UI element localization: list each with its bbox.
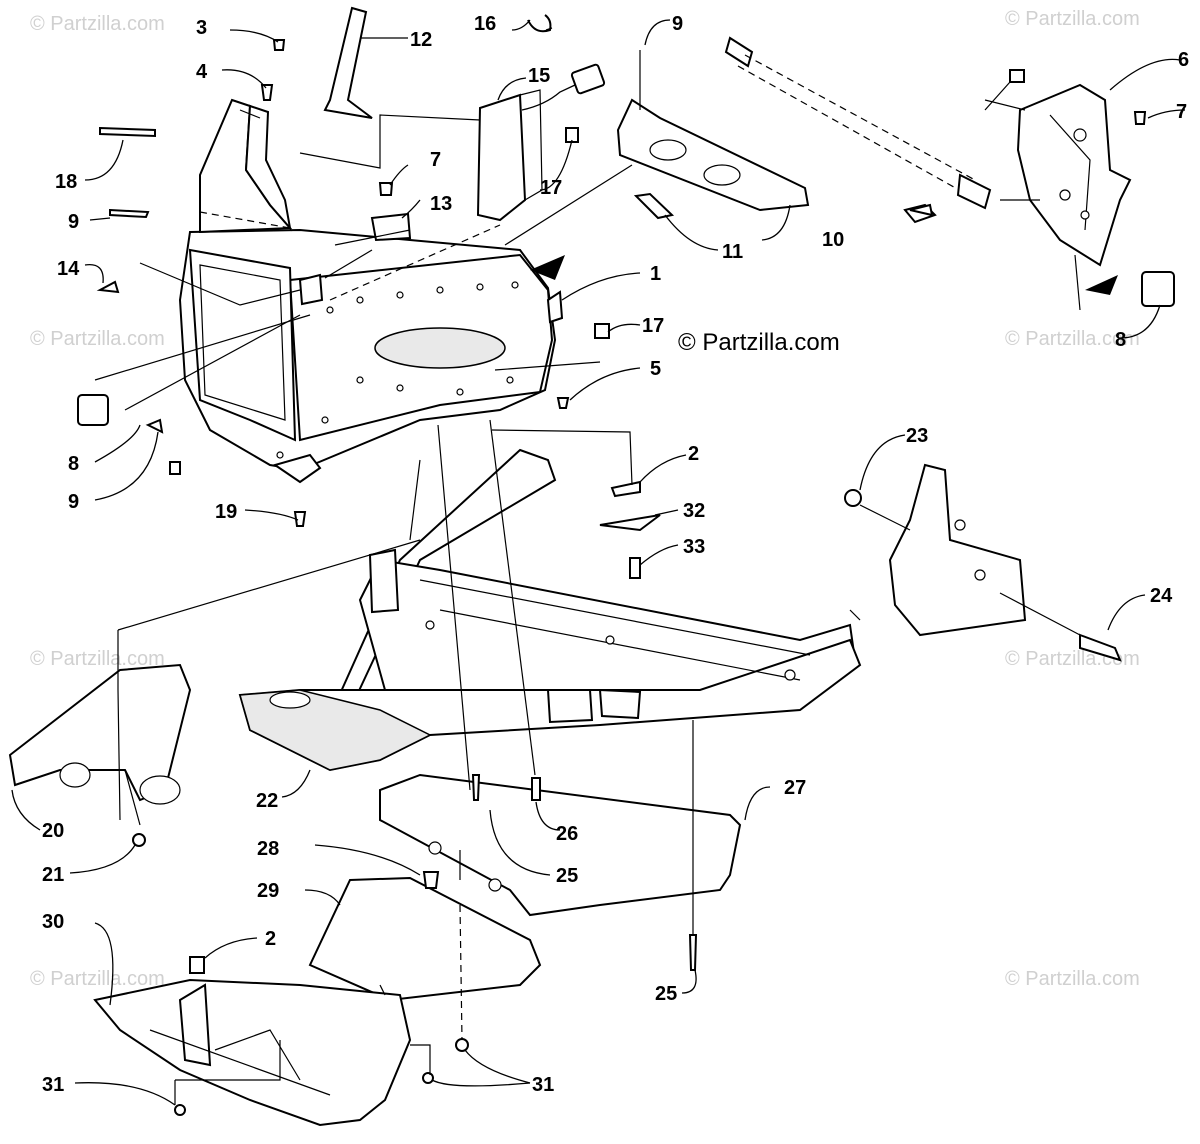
callout-16: 16 [474,13,496,35]
part-17-nut [594,323,610,339]
callout-25: 25 [655,983,677,1005]
part-15-module [476,63,606,222]
upper-shroud-frame [199,98,293,234]
watermark: © Partzilla.com [30,968,165,990]
callout-13: 13 [430,193,452,215]
part-20-spindle-arm [8,663,192,805]
callout-15: 15 [528,65,550,87]
callout-9: 9 [672,13,683,35]
callout-5: 5 [650,358,661,380]
callout-21: 21 [42,864,64,886]
callout-31: 31 [42,1074,64,1096]
callout-18: 18 [55,171,77,193]
watermark: © Partzilla.com [1005,968,1140,990]
main-frame [238,448,862,772]
callout-8: 8 [1115,329,1126,351]
callout-8: 8 [68,453,79,475]
callout-28: 28 [257,838,279,860]
callout-7: 7 [1176,101,1187,123]
callout-20: 20 [42,820,64,842]
callout-22: 22 [256,790,278,812]
copyright-text: © Partzilla.com [678,329,840,356]
front-bulkhead [178,228,564,484]
callout-14: 14 [57,258,80,280]
callout-19: 19 [215,501,237,523]
callout-33: 33 [683,536,705,558]
leader-lines [11,19,1186,1106]
callout-23: 23 [906,425,928,447]
part-6-bracket [903,69,1132,267]
callout-11: 11 [722,241,743,263]
callout-labels: 3 4 16 12 15 9 6 7 18 9 14 7 13 17 10 11… [42,13,1189,1096]
side-bracket [844,463,1122,662]
direction-arrow [1085,275,1118,295]
callout-10: 10 [822,229,844,251]
part-29-plate [308,876,542,1002]
callout-25: 25 [556,865,578,887]
callout-24: 24 [1150,585,1173,607]
callout-3: 3 [196,17,207,39]
watermark: © Partzilla.com [1005,8,1140,30]
callout-26: 26 [556,823,578,845]
watermark: © Partzilla.com [1005,328,1140,350]
part-16-clip [527,14,552,33]
part-30-lower-guard [93,956,412,1127]
watermark: © Partzilla.com [30,648,165,670]
part-17-nut [565,127,579,143]
part-8-bumper [77,394,109,426]
direction-arrow [530,255,565,280]
callout-12: 12 [410,29,432,51]
callout-17: 17 [642,315,664,337]
part-8-bumper [1141,271,1175,307]
part-10-plate [616,98,810,220]
callout-9: 9 [68,491,79,513]
callout-9: 9 [68,211,79,233]
callout-1: 1 [650,263,661,285]
callout-29: 29 [257,880,279,902]
callout-4: 4 [196,61,208,83]
callout-32: 32 [683,500,705,522]
watermark: © Partzilla.com [30,13,165,35]
callout-27: 27 [784,777,806,799]
callout-6: 6 [1178,49,1189,71]
watermark: © Partzilla.com [30,328,165,350]
callout-2: 2 [265,928,276,950]
cross-bar [724,36,992,210]
callout-2: 2 [688,443,699,465]
callout-17: 17 [540,177,562,199]
callout-30: 30 [42,911,64,933]
callout-31: 31 [532,1074,554,1096]
callout-7: 7 [430,149,441,171]
part-27-skid-plate [379,773,742,917]
part-12-bracket [323,6,373,119]
